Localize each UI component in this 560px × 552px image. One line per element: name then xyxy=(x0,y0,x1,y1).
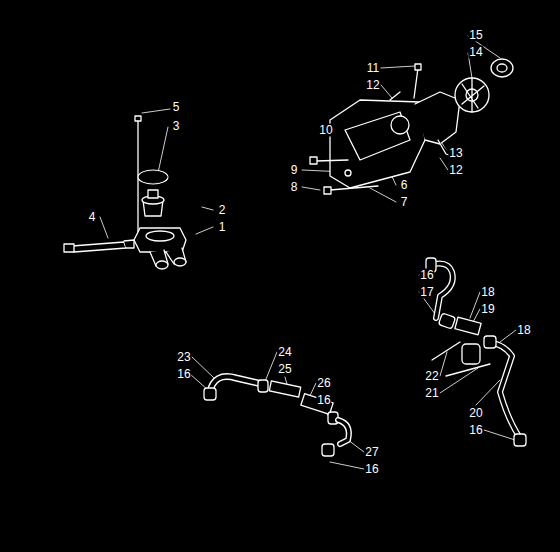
callout-number: 7 xyxy=(400,196,409,209)
callout-number: 10 xyxy=(318,124,333,137)
callout-number: 2 xyxy=(218,204,227,217)
callout-number: 3 xyxy=(172,120,181,133)
callout-number: 13 xyxy=(448,147,463,160)
callout-number: 21 xyxy=(424,387,439,400)
callout-number: 11 xyxy=(366,62,380,75)
callout-number: 18 xyxy=(516,324,531,337)
callout-number: 15 xyxy=(468,29,483,42)
callout-number: 22 xyxy=(424,370,439,383)
callout-number: 12 xyxy=(365,79,380,92)
callout-number: 5 xyxy=(172,101,181,114)
callout-number: 17 xyxy=(419,286,434,299)
thermostat-assembly xyxy=(64,116,186,269)
callout-number: 1 xyxy=(218,221,227,234)
callout-number: 25 xyxy=(277,363,292,376)
leader-lines xyxy=(100,36,516,469)
callout-number: 19 xyxy=(480,303,495,316)
callout-number: 16 xyxy=(468,424,483,437)
right-hose-assembly xyxy=(426,258,526,446)
callout-number: 8 xyxy=(290,181,299,194)
callout-number: 24 xyxy=(277,346,292,359)
bottom-hose-assembly xyxy=(204,377,349,456)
callout-number: 18 xyxy=(480,286,495,299)
callout-number: 14 xyxy=(468,46,483,59)
callout-number: 9 xyxy=(290,164,299,177)
callout-number: 16 xyxy=(316,394,331,407)
water-pump-assembly xyxy=(310,59,513,194)
callout-number: 4 xyxy=(88,211,97,224)
callout-number: 16 xyxy=(419,269,434,282)
callout-number: 16 xyxy=(176,368,191,381)
callout-number: 16 xyxy=(364,463,379,476)
callout-number: 26 xyxy=(316,377,331,390)
callout-number: 20 xyxy=(468,407,483,420)
callout-number: 23 xyxy=(176,351,191,364)
callout-number: 6 xyxy=(400,179,409,192)
callout-number: 27 xyxy=(364,446,379,459)
callout-number: 12 xyxy=(448,164,463,177)
